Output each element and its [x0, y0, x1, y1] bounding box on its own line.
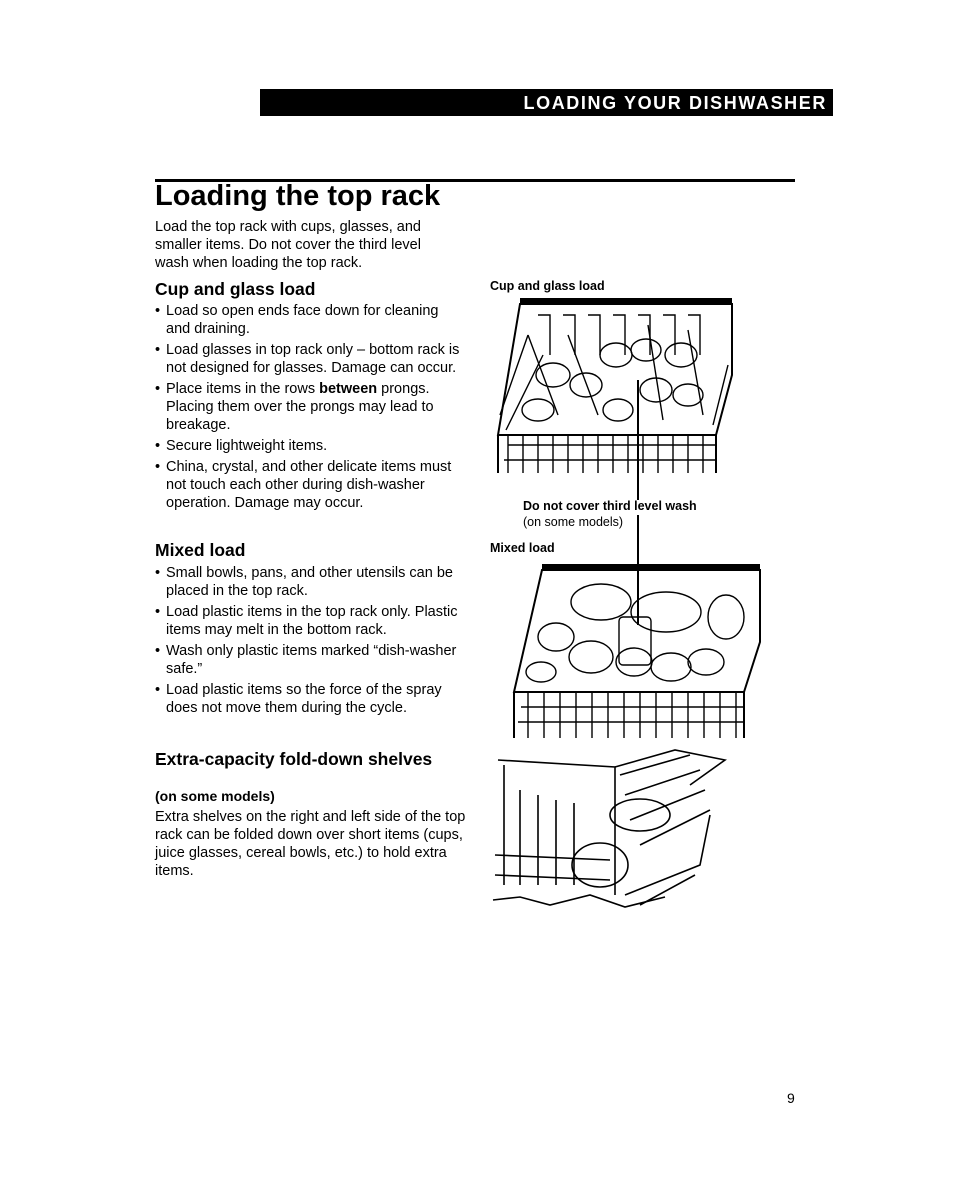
list-item: Load plastic items so the force of the s…: [155, 681, 465, 717]
third-level-wash-caption: Do not cover third level wash: [523, 499, 697, 513]
third-level-wash-callout-line: [637, 380, 639, 500]
intro-paragraph: Load the top rack with cups, glasses, an…: [155, 219, 421, 271]
title-rule: [155, 179, 795, 182]
mixed-load-caption: Mixed load: [490, 541, 555, 555]
page-title: Loading the top rack: [155, 180, 441, 212]
list-item: Load so open ends face down for cleaning…: [155, 302, 465, 338]
section-header-bar: LOADING YOUR DISHWASHER: [260, 89, 833, 116]
list-item: Load plastic items in the top rack only.…: [155, 603, 465, 639]
extra-shelves-subheading: (on some models): [155, 788, 275, 804]
cup-glass-caption: Cup and glass load: [490, 279, 605, 293]
list-item: Wash only plastic items marked “dish-was…: [155, 642, 465, 678]
list-item: Load glasses in top rack only – bottom r…: [155, 341, 465, 377]
list-item: Secure lightweight items.: [155, 437, 465, 455]
mixed-load-heading: Mixed load: [155, 540, 246, 560]
list-item: China, crystal, and other delicate items…: [155, 458, 465, 512]
list-item: Place items in the rows between prongs. …: [155, 380, 465, 434]
cup-glass-rack-illustration: [496, 298, 733, 473]
extra-shelves-heading: Extra-capacity fold-down shelves: [155, 749, 433, 769]
list-item: Small bowls, pans, and other utensils ca…: [155, 564, 465, 600]
third-level-wash-subcaption: (on some models): [523, 515, 624, 529]
mixed-load-list: Small bowls, pans, and other utensils ca…: [155, 564, 465, 720]
cup-glass-heading: Cup and glass load: [155, 279, 316, 299]
cup-glass-list: Load so open ends face down for cleaning…: [155, 302, 465, 515]
mixed-load-rack-illustration: [512, 564, 761, 738]
page-number: 9: [787, 1090, 795, 1106]
section-header-title: LOADING YOUR DISHWASHER: [523, 93, 827, 113]
fold-down-shelf-illustration: [492, 749, 727, 908]
extra-shelves-paragraph: Extra shelves on the right and left side…: [155, 809, 466, 879]
